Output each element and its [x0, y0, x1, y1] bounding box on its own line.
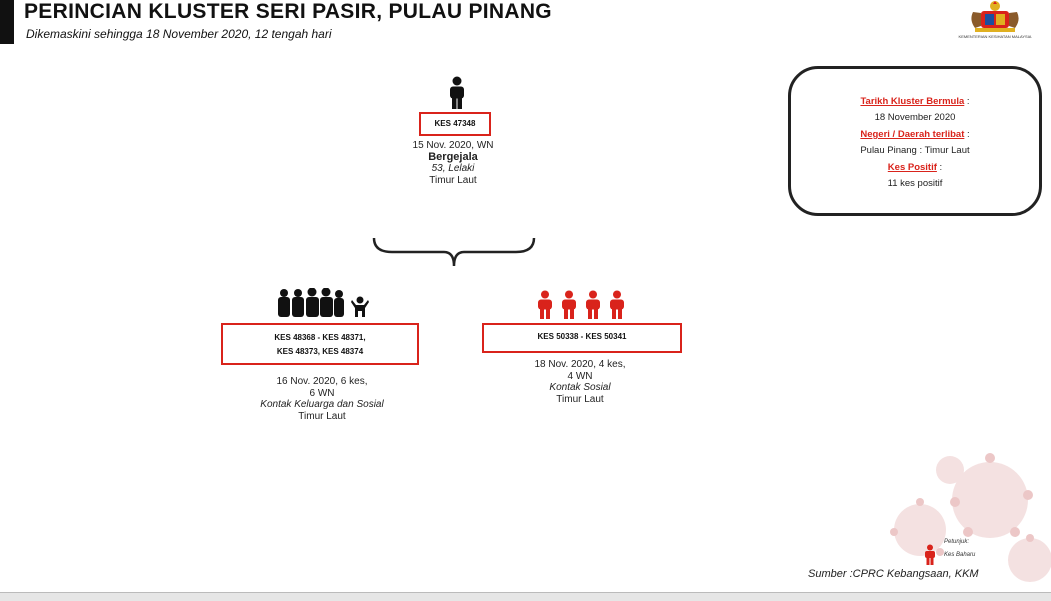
- brace-connector: [372, 237, 536, 267]
- virus-background-icon: [890, 453, 1051, 582]
- summary-start-label: Tarikh Kluster Bermula: [860, 96, 965, 107]
- summary-start-value: 18 November 2020: [874, 112, 956, 123]
- summary-colon: :: [964, 96, 970, 107]
- index-case-location: Timur Laut: [429, 174, 477, 186]
- page-title: PERINCIAN KLUSTER SERI PASIR, PULAU PINA…: [24, 0, 552, 23]
- ministry-logo: KEMENTERIAN KESIHATAN MALAYSIA: [955, 0, 1035, 48]
- summary-region-label: Negeri / Daerah terlibat: [860, 129, 965, 140]
- index-case-status: Bergejala: [428, 150, 478, 163]
- person-red-icon: [538, 290, 624, 319]
- new-case-legend-icon: [925, 544, 935, 565]
- family-group-location: Timur Laut: [298, 410, 346, 422]
- summary-region-value: Pulau Pinang : Timur Laut: [860, 145, 970, 156]
- social-group-contact-type: Kontak Sosial: [549, 382, 611, 393]
- coat-of-arms-icon: [971, 1, 1019, 32]
- index-case-details: 15 Nov. 2020, WN Bergejala 53, Lelaki Ti…: [380, 140, 526, 186]
- family-cases-line2: KES 48373, KES 48374: [276, 347, 364, 356]
- logo-caption: KEMENTERIAN KESIHATAN MALAYSIA: [958, 34, 1032, 39]
- index-case-age-sex: 53, Lelaki: [431, 163, 475, 174]
- summary-start-label-row: Tarikh Kluster Bermula :: [791, 96, 1039, 107]
- family-group-contact-type: Kontak Keluarga dan Sosial: [260, 399, 384, 410]
- family-cases-line1: KES 48368 - KES 48371,: [274, 333, 366, 342]
- header-accent-bar: [0, 0, 14, 44]
- family-group-details: 16 Nov. 2020, 6 kes, 6 WN Kontak Keluarg…: [230, 376, 414, 422]
- index-case-date: 15 Nov. 2020, WN: [412, 140, 494, 151]
- summary-positive-label: Kes Positif: [887, 162, 937, 173]
- social-group-location: Timur Laut: [556, 393, 604, 405]
- social-group-count: 4 WN: [567, 370, 593, 382]
- family-cases-box: KES 48368 - KES 48371, KES 48373, KES 48…: [221, 323, 419, 365]
- legend: Petunjuk: Kes Baharu: [918, 536, 988, 566]
- summary-region-label-row: Negeri / Daerah terlibat :: [791, 129, 1039, 140]
- index-case-box: KES 47348: [419, 112, 491, 136]
- bottom-strip: [0, 592, 1051, 601]
- social-group-date: 18 Nov. 2020, 4 kes,: [534, 359, 626, 370]
- summary-colon: :: [936, 162, 943, 173]
- social-group-details: 18 Nov. 2020, 4 kes, 4 WN Kontak Sosial …: [500, 359, 660, 405]
- family-group-date: 16 Nov. 2020, 6 kes,: [276, 376, 368, 387]
- summary-colon: :: [964, 129, 970, 140]
- source-note: Sumber :CPRC Kebangsaan, KKM: [808, 568, 979, 580]
- person-icon: [450, 76, 464, 109]
- family-group-count: 6 WN: [309, 387, 335, 399]
- page-subtitle: Dikemaskini sehingga 18 November 2020, 1…: [26, 27, 332, 41]
- legend-title: Petunjuk:: [944, 539, 970, 545]
- summary-box: Tarikh Kluster Bermula : 18 November 202…: [788, 66, 1042, 216]
- summary-positive-value: 11 kes positif: [887, 178, 943, 189]
- summary-positive-label-row: Kes Positif :: [791, 162, 1039, 173]
- social-cases-box: KES 50338 - KES 50341: [482, 323, 682, 353]
- legend-new-case: Kes Baharu: [944, 552, 976, 558]
- group-icon: [278, 288, 369, 317]
